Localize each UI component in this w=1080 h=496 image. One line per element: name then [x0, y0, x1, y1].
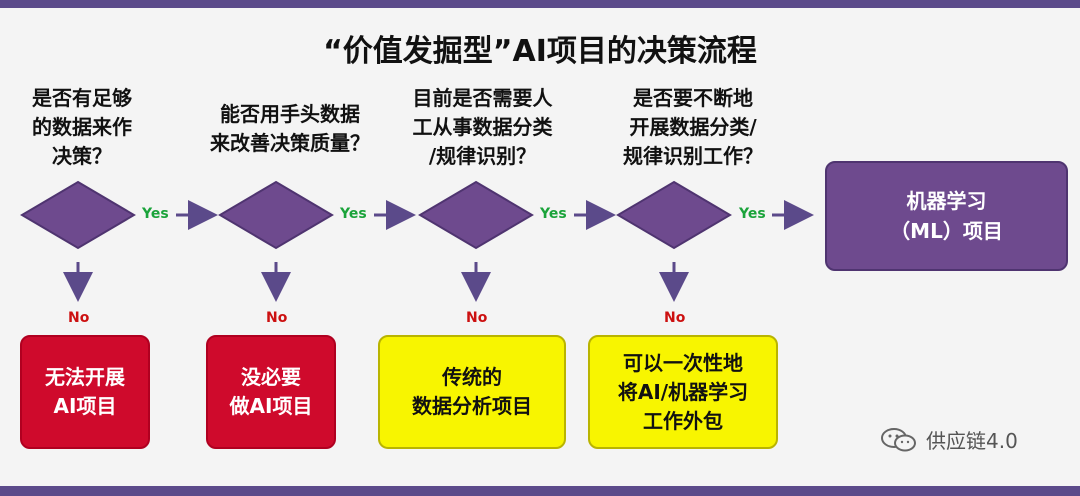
bottom-border — [0, 486, 1080, 496]
no-label-1: No — [68, 310, 90, 326]
outcome-box-4: 可以一次性地 将AI/机器学习 工作外包 — [588, 335, 778, 449]
yes-label-2: Yes — [340, 206, 367, 222]
question-4: 是否要不断地 开展数据分类/ 规律识别工作？ — [623, 86, 763, 168]
ml-project-box: 机器学习 （ML）项目 — [825, 161, 1068, 271]
question-3: 目前是否需要人 工从事数据分类 /规律识别？ — [412, 86, 553, 168]
top-border — [0, 0, 1080, 8]
watermark: 供应链4.0 — [880, 425, 1018, 454]
no-label-3: No — [466, 310, 488, 326]
no-label-4: No — [664, 310, 686, 326]
yes-label-4: Yes — [739, 206, 766, 222]
outcome-box-2: 没必要 做AI项目 — [206, 335, 336, 449]
watermark-text: 供应链4.0 — [926, 429, 1018, 453]
question-2: 能否用手头数据 来改善决策质量？ — [210, 102, 370, 155]
outcome-box-1: 无法开展 AI项目 — [20, 335, 150, 449]
decision-diamond-2 — [218, 180, 334, 250]
wechat-icon — [880, 427, 918, 453]
decision-diamond-4 — [616, 180, 732, 250]
yes-label-1: Yes — [142, 206, 169, 222]
decision-diamond-3 — [418, 180, 534, 250]
no-label-2: No — [266, 310, 288, 326]
decision-diamond-1 — [20, 180, 136, 250]
diagram-title: “价值发掘型”AI项目的决策流程 — [323, 34, 757, 69]
yes-label-3: Yes — [540, 206, 567, 222]
question-1: 是否有足够 的数据来作 决策？ — [32, 86, 132, 168]
outcome-box-3: 传统的 数据分析项目 — [378, 335, 566, 449]
